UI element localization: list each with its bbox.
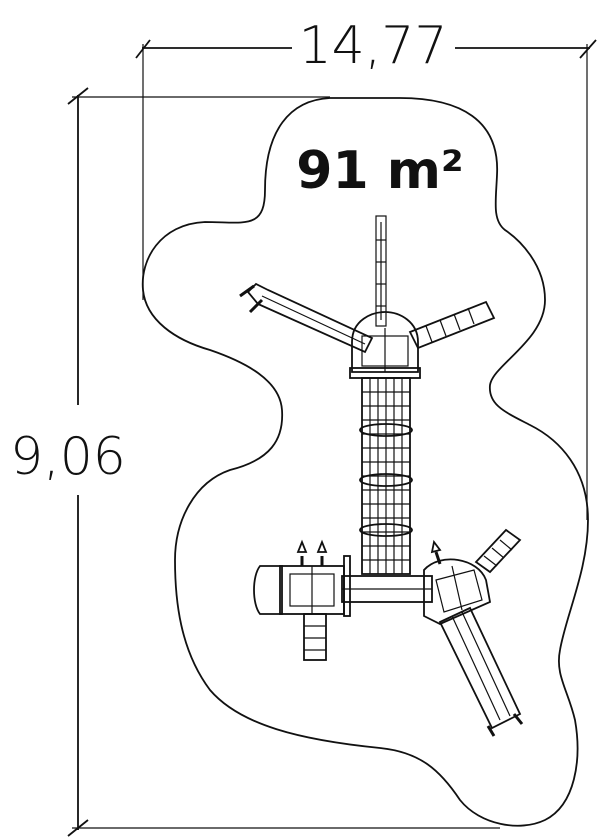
depth-dimension: 9,06 [10,87,500,837]
bottom-right-slide [438,606,524,737]
safety-area-outline [141,97,589,827]
width-tick-right [579,39,597,59]
play-equipment [239,215,524,737]
area-label: 91 m² [296,141,463,201]
width-dimension: 14,77 [135,16,597,520]
depth-tick-top [67,87,89,105]
bottom-bridge [341,575,433,603]
net-tunnel [359,377,413,575]
top-tower [349,311,421,379]
depth-dimension-label: 9,06 [10,427,126,487]
bottom-left-tower [253,539,351,617]
bottom-left-ladder [303,613,327,661]
top-climbing-pole [375,215,387,327]
bottom-right-tower [423,539,492,625]
bottom-right-ladder [474,528,522,574]
top-right-ladder [408,300,496,350]
top-left-slide [239,282,374,354]
width-dimension-label: 14,77 [299,16,448,76]
